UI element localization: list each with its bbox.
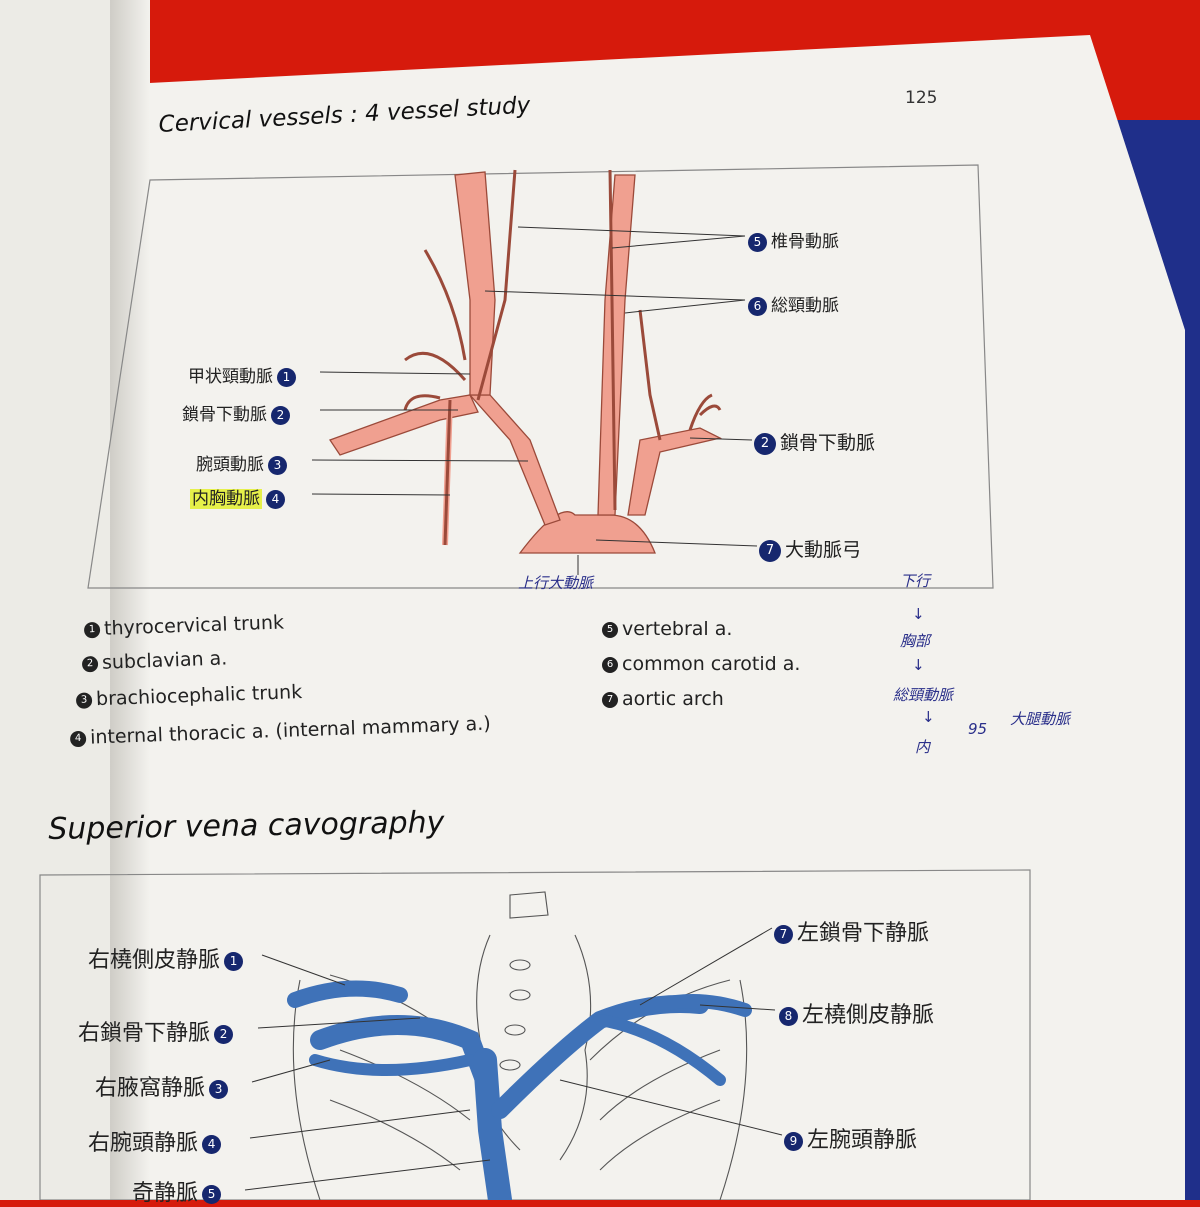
badge-number: 4 — [266, 489, 285, 509]
brachiocephalic-trunk — [468, 394, 561, 526]
handwritten-note-6: ↓ — [922, 708, 935, 726]
label-text: 左腕頭静脈 — [807, 1128, 918, 1153]
legend-badge: 3 — [75, 691, 93, 709]
legend-badge: 5 — [602, 621, 618, 638]
handwritten-note-3: 胸部 — [900, 632, 931, 650]
legend-badge: 1 — [83, 621, 101, 638]
handwritten-note-9: 大腿動脈 — [1010, 710, 1071, 728]
highlighted-label-text: 内胸動脈 — [190, 489, 262, 509]
label-text: 奇静脈 — [132, 1181, 199, 1206]
handwritten-note-7: 内 — [915, 738, 931, 756]
badge-number: 4 — [202, 1134, 222, 1154]
label-text: 右腕頭静脈 — [88, 1131, 199, 1156]
label-text: 鎖骨下動脈 — [182, 405, 267, 425]
label-text: 椎骨動脈 — [771, 232, 839, 252]
badge-number: 5 — [748, 232, 767, 252]
badge-number: 7 — [774, 924, 793, 944]
label-text: 大動脈弓 — [785, 539, 862, 561]
page-gutter-shadow — [110, 0, 150, 1200]
right-subclavian-artery — [329, 394, 479, 456]
badge-number: 9 — [784, 1131, 803, 1151]
legend-text: subclavian a. — [101, 647, 228, 674]
badge-number: 1 — [277, 367, 296, 387]
label-text: 左鎖骨下静脈 — [797, 921, 930, 946]
vein-vessels — [287, 980, 752, 1200]
badge-number: 5 — [202, 1184, 222, 1204]
legend-text: aortic arch — [622, 688, 724, 710]
left-common-carotid — [597, 174, 636, 516]
badge-number: 1 — [224, 951, 244, 971]
right-common-carotid — [454, 171, 496, 396]
leader-lines — [311, 226, 758, 575]
aortic-arch-shape — [518, 511, 656, 554]
badge-number: 3 — [268, 455, 287, 475]
label-text: 鎖骨下動脈 — [780, 432, 876, 454]
left-subclavian-artery — [627, 427, 722, 516]
label-text: 右橈側皮静脈 — [88, 948, 221, 973]
vein-leader-lines — [244, 927, 783, 1191]
badge-number: 7 — [759, 539, 781, 562]
legend-badge: 7 — [602, 691, 618, 708]
page-number: 125 — [905, 88, 938, 108]
artery-branches — [403, 169, 722, 546]
legend-text: common carotid a. — [622, 653, 801, 675]
legend-badge: 6 — [602, 656, 618, 673]
handwritten-note-8: 95 — [968, 720, 988, 738]
legend-badge: 4 — [69, 730, 87, 747]
handwritten-note-4: ↓ — [912, 656, 925, 674]
legend-text: vertebral a. — [622, 618, 733, 640]
label-text: 甲状頸動脈 — [188, 367, 273, 387]
badge-number: 2 — [214, 1024, 234, 1044]
badge-number: 2 — [754, 432, 776, 455]
handwritten-note-1: 下行 — [900, 572, 931, 590]
badge-number: 2 — [271, 405, 290, 425]
label-text: 総頸動脈 — [771, 296, 839, 316]
handwritten-note-ascending: 上行大動脈 — [518, 574, 594, 592]
legend-badge: 2 — [81, 655, 99, 672]
venography-frame — [39, 869, 1031, 1200]
diagram-frame-top — [87, 164, 994, 589]
handwritten-note-5: 総頸動脈 — [893, 686, 954, 704]
label-text: 右腋窩静脈 — [95, 1076, 206, 1101]
label-text: 右鎖骨下静脈 — [78, 1021, 211, 1046]
handwritten-note-2: ↓ — [912, 605, 925, 623]
badge-number: 8 — [779, 1006, 798, 1026]
badge-number: 3 — [209, 1079, 229, 1099]
label-text: 腕頭動脈 — [196, 455, 264, 475]
section-title-vena-cavography: Superior vena cavography — [48, 805, 445, 847]
badge-number: 6 — [748, 296, 767, 316]
artery-vessels — [329, 171, 722, 554]
label-text: 左橈側皮静脈 — [802, 1003, 935, 1028]
